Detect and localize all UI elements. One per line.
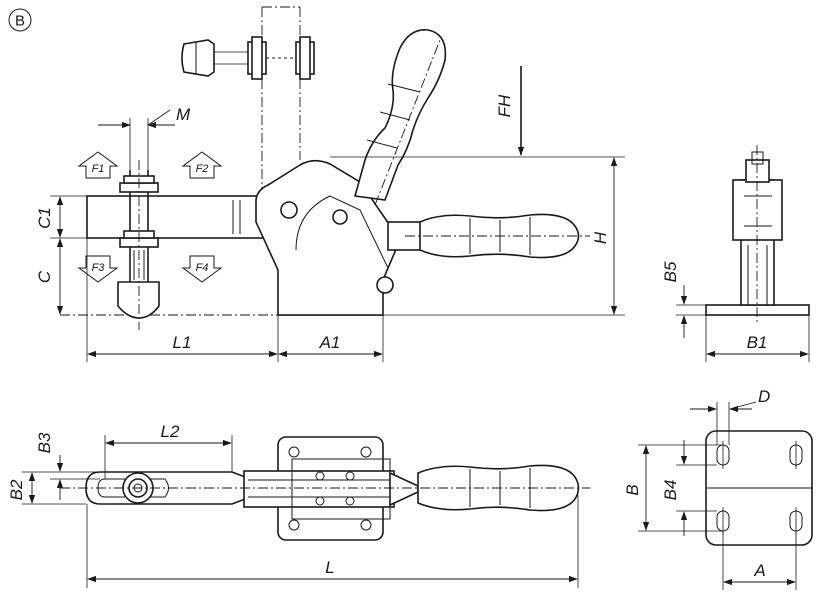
svg-text:L1: L1 — [173, 333, 192, 352]
dim-a: A — [722, 531, 797, 590]
dim-l: L — [86, 495, 579, 588]
side-view: F1 F2 F3 F4 M FH — [35, 6, 625, 362]
svg-text:F3: F3 — [92, 262, 106, 274]
force-arrow-f1: F1 — [77, 151, 119, 179]
svg-text:B4: B4 — [661, 480, 680, 501]
svg-text:L2: L2 — [161, 422, 180, 441]
svg-text:B5: B5 — [661, 261, 680, 282]
top-view: B3 B2 L2 L — [7, 422, 590, 588]
svg-text:B1: B1 — [747, 333, 768, 352]
svg-text:F1: F1 — [92, 163, 105, 175]
svg-text:F2: F2 — [196, 163, 209, 175]
svg-text:A1: A1 — [319, 333, 341, 352]
dim-b1: B1 — [705, 315, 810, 362]
force-arrow-f4: F4 — [181, 255, 223, 283]
svg-text:B3: B3 — [35, 432, 54, 453]
dim-c1: C1 — [35, 195, 87, 239]
svg-text:F4: F4 — [196, 262, 209, 274]
dim-b4: B4 — [661, 440, 717, 536]
dim-d: D — [690, 387, 770, 445]
svg-text:FH: FH — [495, 94, 514, 117]
svg-text:B2: B2 — [7, 479, 26, 500]
end-view: B5 B1 — [661, 145, 810, 362]
dim-l2: L2 — [104, 422, 233, 479]
dim-fh: FH — [495, 66, 525, 156]
dim-c: C — [35, 238, 64, 315]
base-plate-view: D B B4 A — [623, 387, 813, 590]
svg-text:L: L — [325, 558, 334, 577]
svg-text:C: C — [35, 270, 54, 283]
svg-text:A: A — [753, 561, 765, 580]
force-arrow-f3: F3 — [77, 255, 119, 283]
dim-m: M — [98, 105, 191, 170]
svg-text:B: B — [15, 13, 25, 30]
force-arrow-f2: F2 — [181, 151, 223, 179]
dim-b2: B2 — [7, 471, 86, 505]
dim-a1: A1 — [278, 315, 384, 362]
dim-l1: L1 — [86, 238, 279, 362]
dim-b: B — [623, 444, 723, 532]
svg-text:H: H — [591, 231, 610, 244]
dim-h: H — [330, 156, 625, 316]
svg-text:B: B — [623, 484, 642, 495]
svg-text:M: M — [176, 105, 191, 124]
svg-text:C1: C1 — [35, 207, 54, 229]
dim-b3: B3 — [35, 432, 100, 500]
variant-badge: B — [8, 8, 32, 32]
svg-text:D: D — [758, 387, 770, 406]
dim-b5: B5 — [661, 261, 706, 338]
